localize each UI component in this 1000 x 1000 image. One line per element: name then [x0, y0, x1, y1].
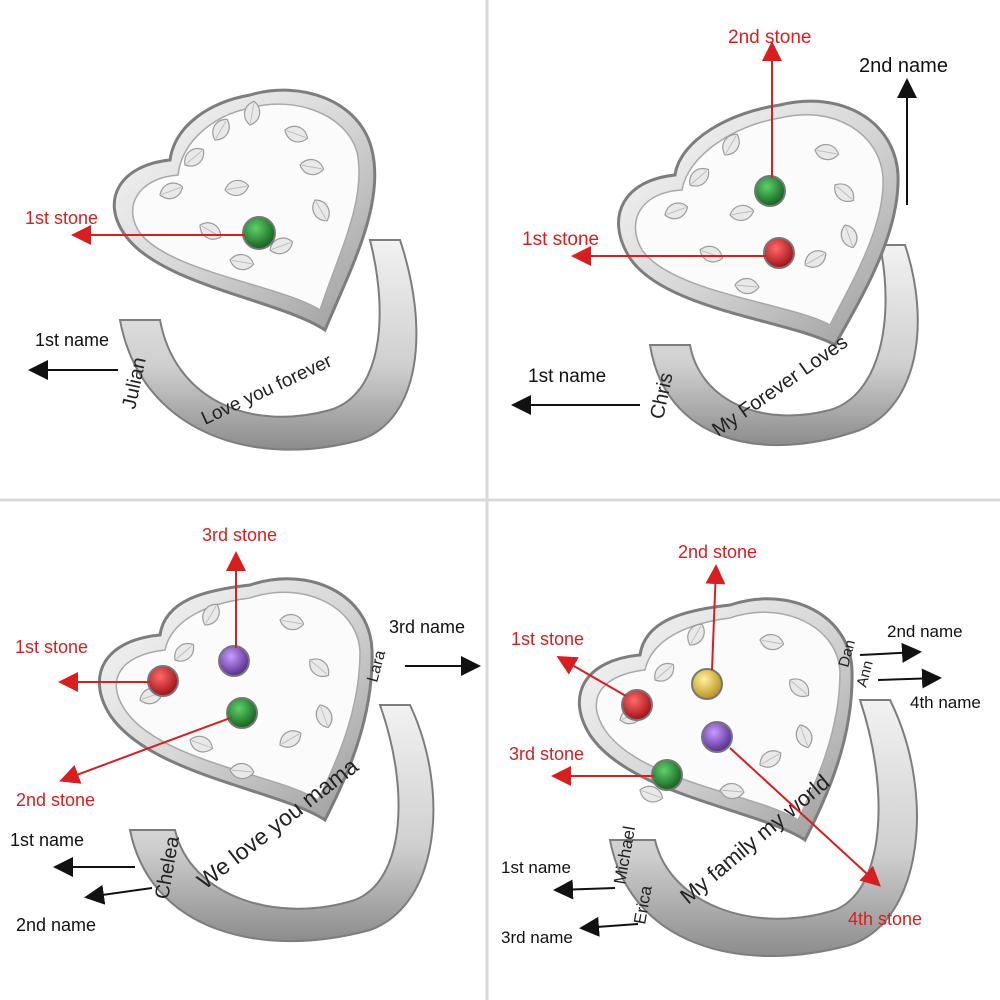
panel-2-annotations: 2nd stone 1st stone 2nd name 1st name	[511, 27, 948, 415]
panel-4-label-stone-4: 4th stone	[848, 909, 922, 929]
panel-4-label-name-4: 4th name	[910, 693, 981, 712]
panel-2-label-name-1: 1st name	[528, 366, 606, 387]
panel-3-label-stone-1: 1st stone	[15, 637, 88, 657]
panel-4-stone-4	[701, 721, 733, 753]
panel-2-label-stone-1: 1st stone	[522, 229, 599, 250]
panel-3-label-stone-3: 3rd stone	[202, 525, 277, 545]
panel-1-stone-1	[242, 216, 276, 250]
panel-1-label-name-1: 1st name	[35, 330, 109, 350]
panel-2-stone-2	[754, 175, 786, 207]
panel-2-label-stone-2: 2nd stone	[728, 27, 811, 48]
panel-3-stone-1	[147, 665, 179, 697]
panel-3-label-name-3: 3rd name	[389, 617, 465, 637]
panel-1-annotations: 1st stone 1st name	[25, 208, 245, 380]
panel-4-label-name-2: 2nd name	[887, 622, 963, 641]
panel-4-stone-2	[691, 668, 723, 700]
panel-4-engraving-side-c: Dan	[835, 638, 859, 669]
panel-3-stone-3	[218, 645, 250, 677]
panel-3-stone-2	[226, 697, 258, 729]
panel-2-engraving-side: Chris	[646, 371, 677, 421]
panel-4-label-name-1: 1st name	[501, 858, 571, 877]
panel-4-label-stone-3: 3rd stone	[509, 744, 584, 764]
panel-4-label-stone-2: 2nd stone	[678, 542, 757, 562]
panel-1-label-stone-1: 1st stone	[25, 208, 98, 228]
panel-4-ring: My family my world Michael Erica Dan Ann	[578, 597, 918, 957]
panel-4-stone-3	[651, 759, 683, 791]
panel-4-label-stone-1: 1st stone	[511, 629, 584, 649]
panel-2-label-name-2: 2nd name	[859, 55, 948, 77]
panel-2-stone-1	[763, 237, 795, 269]
panel-4-annotations: 2nd stone 1st stone 3rd stone 4th stone …	[501, 542, 981, 947]
panel-4-label-name-3: 3rd name	[501, 928, 573, 947]
panel-2-ring: My Forever Loves Chris	[617, 99, 919, 447]
panel-3-label-stone-2: 2nd stone	[16, 790, 95, 810]
panel-1-ring: Love you forever Julian	[112, 88, 418, 451]
panel-3-ring: We love you mama Chelea Lara	[98, 577, 435, 943]
panel-3-label-name-1: 1st name	[10, 830, 84, 850]
panel-4-stone-1	[621, 689, 653, 721]
panel-3-label-name-2: 2nd name	[16, 915, 96, 935]
panel-4-engraving-side-d: Ann	[853, 659, 876, 689]
panel-3-annotations: 3rd stone 1st stone 2nd stone 3rd name 1…	[10, 525, 481, 935]
